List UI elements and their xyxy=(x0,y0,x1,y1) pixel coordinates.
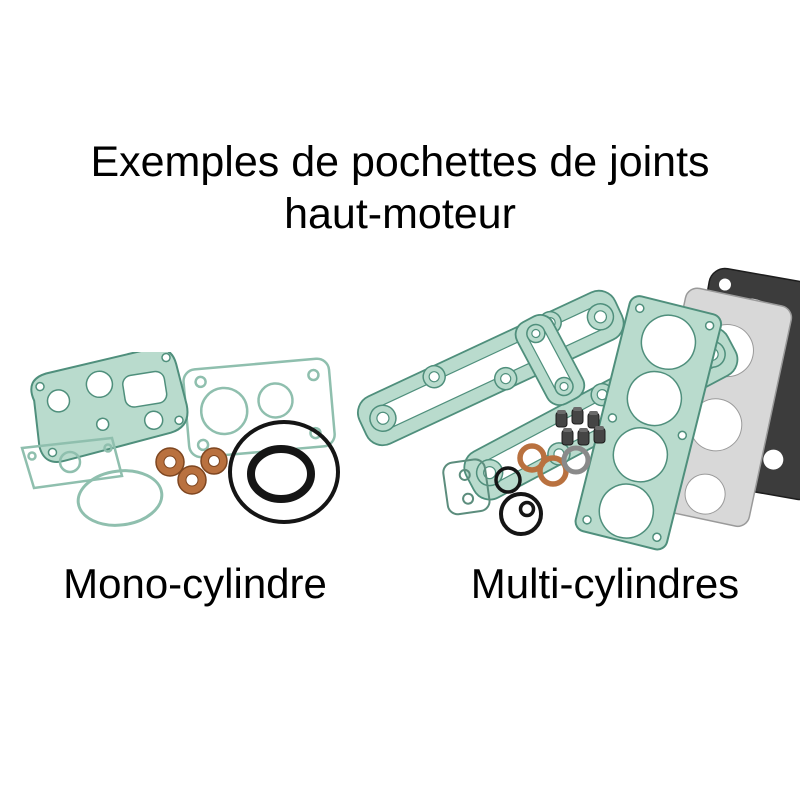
metal-ring xyxy=(561,445,591,475)
title-line-1: Exemples de pochettes de joints xyxy=(90,138,710,186)
mono-cylinder-gasket-kit-image xyxy=(20,352,340,527)
valve-stem-seal xyxy=(571,407,584,425)
base-gasket xyxy=(30,352,189,463)
valve-stem-seal xyxy=(587,411,600,429)
copper-washer xyxy=(177,465,207,495)
mono-cylinder-label: Mono-cylindre xyxy=(63,560,327,607)
multi-cylinder-label: Multi-cylindres xyxy=(470,560,740,607)
small-o-ring xyxy=(494,466,522,494)
copper-washer xyxy=(200,447,228,475)
valve-stem-seal xyxy=(577,428,590,446)
title-line-2: haut-moteur xyxy=(284,190,516,239)
small-gasket-outline xyxy=(442,458,491,516)
valve-cover-gasket-crossbar xyxy=(514,314,586,406)
copper-ring xyxy=(537,455,569,487)
page-title: Exemples de pochettes de joints haut-mot… xyxy=(0,136,800,241)
o-ring-with-seal xyxy=(499,492,543,536)
valve-stem-seal xyxy=(555,410,568,428)
small-gasket-outline xyxy=(20,436,124,490)
head-gasket-outline xyxy=(182,357,336,459)
valve-stem-seal xyxy=(561,428,574,446)
copper-sealing-rings xyxy=(517,443,591,487)
valve-stem-seal xyxy=(593,426,606,444)
thick-o-ring xyxy=(247,445,315,503)
large-o-ring xyxy=(228,420,340,524)
copper-ring xyxy=(517,443,547,473)
copper-washers xyxy=(155,447,228,495)
copper-washer xyxy=(155,447,185,477)
teal-ring-gasket xyxy=(76,469,164,527)
multi-cylinder-gasket-kit-image xyxy=(357,267,800,551)
valve-stem-seals xyxy=(555,407,606,446)
four-cylinder-head-gasket xyxy=(574,295,723,551)
